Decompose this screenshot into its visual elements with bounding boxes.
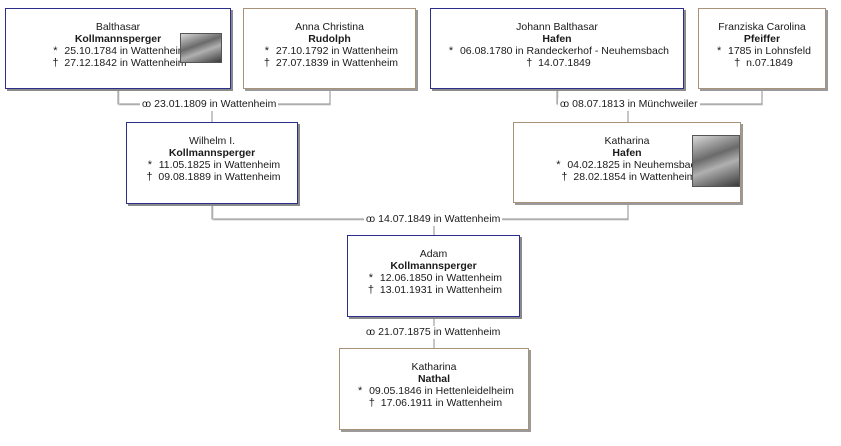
- given-name: Katharina: [604, 135, 650, 147]
- birth-symbol: *: [264, 45, 270, 57]
- given-name: Anna Christina: [295, 21, 364, 33]
- birth-event: * 04.02.1825 in Neuhemsbach: [514, 159, 740, 171]
- birth-symbol: *: [358, 385, 363, 397]
- birth-event: * 25.10.1784 in Wattenheim: [6, 45, 230, 57]
- surname: Kollmannsperger: [74, 33, 162, 45]
- death-event: † 14.07.1849: [431, 57, 683, 69]
- surname: Rudolph: [308, 33, 351, 45]
- death-event: † 28.02.1854 in Wattenheim: [514, 171, 740, 183]
- death-symbol: †: [146, 171, 153, 183]
- birth-event: * 1785 in Lohnsfeld: [699, 45, 825, 57]
- marriage-rings-icon: oo: [366, 214, 375, 225]
- birth-event: * 11.05.1825 in Wattenheim: [127, 159, 297, 171]
- surname: Kollmannsperger: [168, 147, 256, 159]
- death-event: † 13.01.1931 in Wattenheim: [348, 284, 519, 296]
- person-card-katharina-hafen[interactable]: Katharina Hafen * 04.02.1825 in Neuhemsb…: [513, 122, 741, 203]
- given-name: Adam: [419, 248, 448, 260]
- person-card-anna[interactable]: Anna Christina Rudolph * 27.10.1792 in W…: [243, 8, 416, 89]
- death-event: † 27.12.1842 in Wattenheim: [6, 57, 230, 69]
- given-name: Johann Balthasar: [516, 21, 598, 33]
- marriage-rings-icon: oo: [142, 99, 151, 110]
- given-name: Franziska Carolina: [718, 21, 806, 33]
- birth-event: * 09.05.1846 in Hettenleidelheim: [340, 385, 528, 397]
- surname: Kollmannsperger: [390, 260, 477, 272]
- death-symbol: †: [734, 57, 741, 69]
- birth-event: * 12.06.1850 in Wattenheim: [348, 272, 519, 284]
- birth-symbol: *: [448, 45, 454, 57]
- person-card-franziska[interactable]: Franziska Carolina Pfeiffer * 1785 in Lo…: [698, 8, 826, 89]
- given-name: Wilhelm I.: [188, 135, 236, 147]
- marriage-rings-icon: oo: [560, 99, 569, 110]
- death-symbol: †: [368, 397, 375, 409]
- marriage-rings-icon: oo: [366, 327, 375, 338]
- death-event: † 09.08.1889 in Wattenheim: [127, 171, 297, 183]
- death-symbol: †: [52, 57, 59, 69]
- death-symbol: †: [367, 284, 374, 296]
- person-card-adam[interactable]: Adam Kollmannsperger * 12.06.1850 in Wat…: [347, 235, 520, 317]
- person-card-johann[interactable]: Johann Balthasar Hafen * 06.08.1780 in R…: [430, 8, 684, 89]
- birth-symbol: *: [368, 272, 374, 284]
- person-card-balthasar[interactable]: Balthasar Kollmannsperger * 25.10.1784 i…: [5, 8, 231, 89]
- given-name: Balthasar: [95, 21, 141, 33]
- surname: Hafen: [542, 33, 572, 45]
- death-symbol: †: [263, 57, 270, 69]
- birth-event: * 06.08.1780 in Randeckerhof - Neuhemsba…: [431, 45, 683, 57]
- person-photo: [180, 33, 222, 63]
- person-photo: [692, 135, 740, 187]
- surname: Nathal: [417, 373, 451, 385]
- death-symbol: †: [561, 171, 568, 183]
- death-event: † 27.07.1839 in Wattenheim: [244, 57, 415, 69]
- given-name: Katharina: [411, 361, 457, 373]
- birth-symbol: *: [556, 159, 561, 171]
- surname: Pfeiffer: [743, 33, 781, 45]
- person-card-katharina-nathal[interactable]: Katharina Nathal * 09.05.1846 in Hettenl…: [339, 348, 529, 430]
- surname: Hafen: [612, 147, 642, 159]
- birth-symbol: *: [53, 45, 58, 57]
- birth-symbol: *: [147, 159, 152, 171]
- death-symbol: †: [526, 57, 533, 69]
- person-card-wilhelm[interactable]: Wilhelm I. Kollmannsperger * 11.05.1825 …: [126, 122, 298, 204]
- death-event: † n.07.1849: [699, 57, 825, 69]
- birth-symbol: *: [716, 45, 722, 57]
- birth-event: * 27.10.1792 in Wattenheim: [244, 45, 415, 57]
- death-event: † 17.06.1911 in Wattenheim: [340, 397, 528, 409]
